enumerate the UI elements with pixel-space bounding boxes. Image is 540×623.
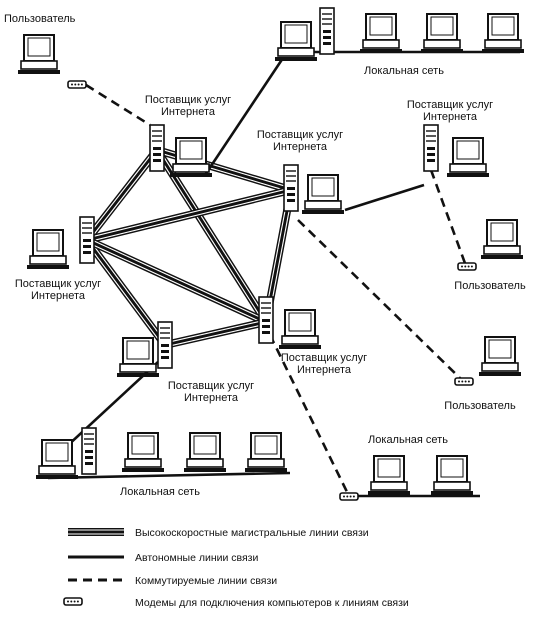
label-isp-center-2: Интернета xyxy=(273,141,328,153)
label-user-right-1: Пользователь xyxy=(454,280,526,292)
label-isp-left-2: Интернета xyxy=(31,290,86,302)
modem-icon xyxy=(457,262,477,271)
label-isp-left-1: Поставщик услуг xyxy=(15,278,101,290)
isp-server-left xyxy=(26,216,95,270)
label-isp-right-2: Интернета xyxy=(423,111,478,123)
label-isp-bottom-center-2: Интернета xyxy=(297,364,352,376)
label-isp-right-1: Поставщик услуг xyxy=(407,99,493,111)
label-user-right-2: Пользователь xyxy=(444,400,516,412)
modem-icon xyxy=(67,80,87,89)
backbone-link xyxy=(83,236,169,349)
legend-dialup-label: Коммутируемые линии связи xyxy=(135,575,277,587)
label-isp-bottom-left-2: Интернета xyxy=(184,392,239,404)
legend-backbone-swatch xyxy=(68,528,124,536)
isp-server-top xyxy=(149,124,213,178)
leased-link xyxy=(344,183,425,212)
isp-server-bottom-left xyxy=(116,321,173,378)
backbone-link xyxy=(83,186,295,244)
label-isp-top-1: Поставщик услуг xyxy=(145,94,231,106)
legend-leased-label: Автономные линии связи xyxy=(135,552,258,564)
user-computer-right-2 xyxy=(478,336,522,377)
label-isp-bottom-center-1: Поставщик услуг xyxy=(281,352,367,364)
label-lan-top: Локальная сеть xyxy=(364,65,444,77)
isp-server-center xyxy=(283,164,345,215)
label-lan-bottom-right: Локальная сеть xyxy=(368,434,448,446)
backbone-link xyxy=(161,318,270,349)
leased-link xyxy=(203,57,285,176)
label-isp-center-1: Поставщик услуг xyxy=(257,129,343,141)
legend-modem-label: Модемы для подключения компьютеров к лин… xyxy=(135,597,409,609)
dialup-link xyxy=(429,169,468,267)
dialup-link xyxy=(85,83,151,127)
modem-icon xyxy=(454,377,474,386)
legend: Высокоскоростные магистральные линии свя… xyxy=(63,527,409,609)
links-layer xyxy=(47,50,520,498)
backbone-link xyxy=(153,146,270,326)
backbone-link xyxy=(83,236,270,326)
isp-server-right xyxy=(423,124,490,178)
isp-server-bottom-center xyxy=(258,296,322,350)
lan-bus-bottom-left xyxy=(47,471,291,480)
label-isp-bottom-left-1: Поставщик услуг xyxy=(168,380,254,392)
lan-bottom-left xyxy=(35,427,288,480)
lan-bottom-right xyxy=(367,455,474,496)
user-computer-top-left xyxy=(17,34,61,75)
label-lan-bottom-left: Локальная сеть xyxy=(120,486,200,498)
legend-modem-icon xyxy=(63,597,83,606)
dialup-link xyxy=(297,219,464,382)
backbone-link xyxy=(83,146,161,244)
modem-icon xyxy=(339,492,359,501)
label-user-top-left: Пользователь xyxy=(4,13,76,25)
label-isp-top-2: Интернета xyxy=(161,106,216,118)
legend-backbone-label: Высокоскоростные магистральные линии свя… xyxy=(135,527,369,539)
user-computer-right-1 xyxy=(480,219,524,260)
